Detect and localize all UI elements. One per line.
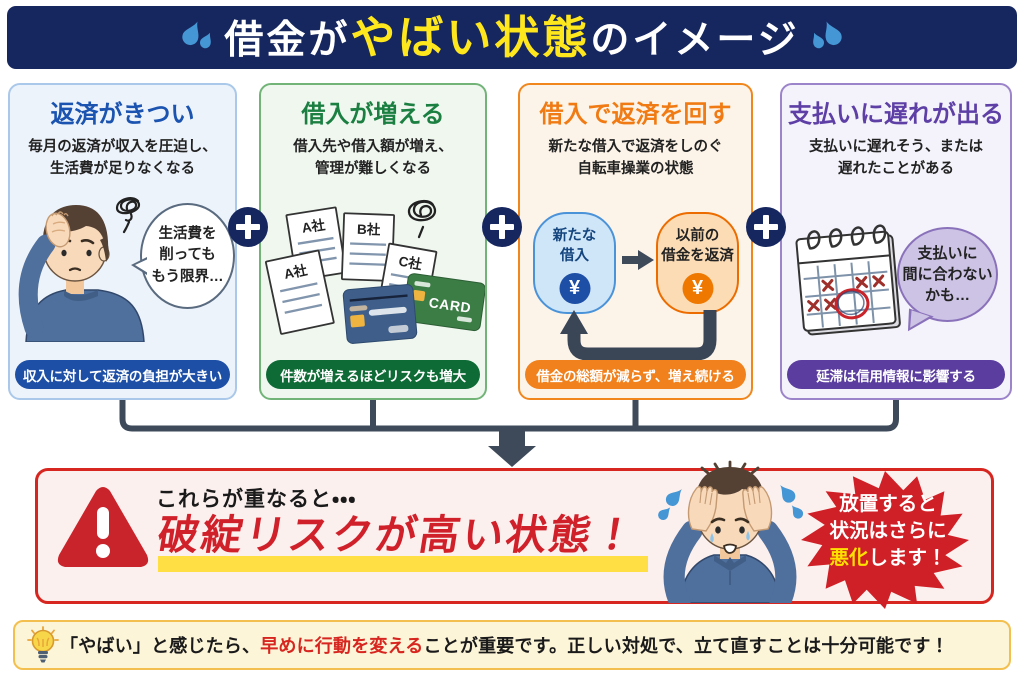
card4-description: 支払いに遅れそう、または遅れたことがある	[782, 137, 1010, 181]
badge-line3-rest: します！	[868, 546, 947, 569]
card1-title: 返済がきつい	[50, 101, 195, 128]
blob-left-line2: 借入	[560, 247, 589, 264]
advice-text: 「やばい」と感じたら、早めに行動を変えることが重要です。正しい対処で、立て直すこ…	[60, 632, 949, 658]
cycle-return-arrow	[560, 310, 717, 361]
desc-line2: 遅れたことがある	[838, 160, 954, 177]
badge-line1: 放置すると	[839, 493, 937, 515]
bubble-line1: 生活費を	[158, 226, 217, 243]
advice-part1: 「やばい」と感じたら、	[60, 636, 261, 656]
repay-old-debt-blob: 以前の 借金を返済 ¥	[656, 212, 739, 314]
plus-icon	[228, 207, 268, 247]
card3-pill: 借金の総額が減らず、増え続ける	[525, 360, 746, 389]
card1-speech-bubble: 生活費を 削っても もう限界…	[131, 203, 235, 309]
card2-description: 借入先や借入額が増え、管理が難しくなる	[261, 137, 485, 181]
badge-line3: 悪化します！	[808, 545, 968, 572]
desc-line1: 新たな借入で返済をしのぐ	[548, 138, 723, 155]
sweat-drops-left-icon	[182, 20, 212, 48]
card-cycle-borrowing: 借入で返済を回す 新たな借入で返済をしのぐ自転車操業の状態 新たな 借入 ¥ 以…	[518, 83, 753, 400]
calendar-illustration	[795, 224, 901, 336]
blob-right-line2: 借金を返済	[661, 247, 734, 264]
desc-line2: 自転車操業の状態	[577, 160, 694, 177]
desc-line1: 支払いに遅れそう、または	[809, 138, 983, 155]
yen-circle-orange: ¥	[682, 273, 713, 304]
page-title: 借金がやばい状態のイメージ	[224, 15, 799, 60]
scribble-icon	[115, 197, 141, 234]
blob-left-line1: 新たな	[552, 228, 597, 244]
card1-description: 毎月の返済が収入を圧迫し、生活費が足りなくなる	[10, 137, 235, 181]
desc-line2: 管理が難しくなる	[315, 160, 431, 177]
card4-pill: 延滞は信用情報に影響する	[787, 360, 1005, 389]
card1-pill: 収入に対して返済の負担が大きい	[15, 360, 230, 389]
card3-title: 借入で返済を回す	[539, 101, 732, 128]
bubble-line2: 削っても	[159, 247, 216, 264]
bubble-line3: かも…	[924, 287, 970, 304]
right-arrow-icon	[622, 250, 654, 270]
yen-circle-blue: ¥	[559, 273, 590, 304]
advice-bar: 「やばい」と感じたら、早めに行動を変えることが重要です。正しい対処で、立て直すこ…	[13, 620, 1011, 670]
doc-label-3: C社	[397, 253, 423, 273]
bubble-line1: 支払いに	[917, 245, 978, 262]
sweat-drops-right-icon	[812, 20, 842, 48]
badge-highlight: 悪化	[829, 546, 869, 569]
doc-label-2: B社	[357, 221, 381, 238]
desc-line2: 生活費が足りなくなる	[50, 160, 195, 177]
blob-right-line1: 以前の	[675, 228, 720, 244]
panicked-man-illustration	[658, 460, 804, 603]
card4-title: 支払いに遅れが出る	[788, 101, 1004, 128]
lightbulb-icon	[27, 626, 59, 663]
card3-description: 新たな借入で返済をしのぐ自転車操業の状態	[520, 137, 751, 181]
bubble-tail	[131, 257, 148, 275]
doc-label-1: A社	[301, 216, 327, 236]
card2-pill: 件数が増えるほどリスクも増大	[266, 360, 480, 389]
badge-text: 放置すると 状況はさらに 悪化します！	[808, 491, 968, 572]
title-part2: のイメージ	[590, 19, 800, 62]
alert-main-text: 破綻リスクが高い状態！	[154, 512, 641, 558]
card-repayment-tough: 返済がきつい 毎月の返済が収入を圧迫し、生活費が足りなくなる	[8, 83, 237, 400]
card-late-payment: 支払いに遅れが出る 支払いに遅れそう、または遅れたことがある	[780, 83, 1012, 400]
card-borrowing-increases: 借入が増える 借入先や借入額が増え、管理が難しくなる A社 B社 C社	[259, 83, 487, 400]
desc-line1: 借入先や借入額が増え、	[293, 138, 453, 155]
advice-highlight: 早めに行動を変える	[260, 636, 424, 656]
alert-main-wrap: 破綻リスクが高い状態！	[154, 511, 648, 572]
starburst-badge	[801, 471, 969, 609]
new-borrowing-blob: 新たな 借入 ¥	[533, 212, 616, 314]
page-title-highlight: やばい状態	[350, 12, 591, 63]
alert-lead-text: これらが重なると・・・	[156, 488, 357, 511]
doc-label-4: A社	[282, 261, 309, 282]
worried-man-illustration	[18, 205, 145, 342]
warning-triangle-icon	[57, 487, 149, 567]
header-bar: 借金がやばい状態のイメージ	[7, 6, 1017, 69]
plus-icon	[746, 207, 786, 247]
documents-cards-illustration: A社 B社 C社 A社	[265, 199, 485, 344]
bubble-line3: もう限界…	[151, 268, 224, 285]
title-part1: 借金が	[224, 19, 351, 62]
credit-card-label: CARD	[428, 294, 472, 316]
badge-line2: 状況はさらに	[829, 519, 947, 542]
bubble-tail	[902, 308, 934, 338]
card4-speech-bubble: 支払いに 間に合わない かも…	[897, 227, 998, 338]
bubble-line2: 間に合わない	[902, 266, 993, 283]
down-arrow-connector	[119, 400, 899, 467]
card2-title: 借入が増える	[301, 101, 445, 128]
advice-part2: ことが重要です。正しい対処で、立て直すことは十分可能です！	[423, 636, 949, 656]
desc-line1: 毎月の返済が収入を圧迫し、	[28, 138, 217, 155]
yellow-marker	[158, 556, 648, 572]
plus-icon	[482, 207, 522, 247]
